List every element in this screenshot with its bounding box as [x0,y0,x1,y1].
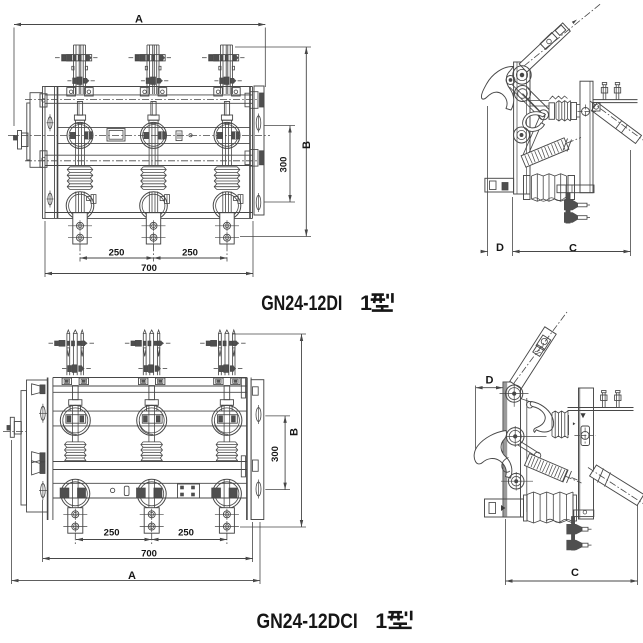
svg-text:300: 300 [270,446,281,462]
svg-text:C: C [569,243,577,255]
svg-text:250: 250 [109,248,125,259]
svg-text:GN24-12DI: GN24-12DI [261,291,342,315]
svg-text:D: D [496,242,504,254]
svg-text:B: B [301,141,313,149]
svg-text:GN24-12DCI: GN24-12DCI [257,609,358,633]
svg-text:250: 250 [182,248,198,259]
svg-text:700: 700 [141,549,157,560]
svg-text:1: 1 [375,609,387,633]
svg-text:1: 1 [360,291,372,315]
svg-text:C: C [571,567,579,579]
svg-text:A: A [135,14,143,26]
svg-text:250: 250 [104,527,120,538]
svg-text:D: D [486,375,494,387]
svg-text:700: 700 [141,263,157,274]
svg-text:B: B [289,428,301,436]
svg-text:250: 250 [178,527,194,538]
svg-text:300: 300 [279,157,290,173]
